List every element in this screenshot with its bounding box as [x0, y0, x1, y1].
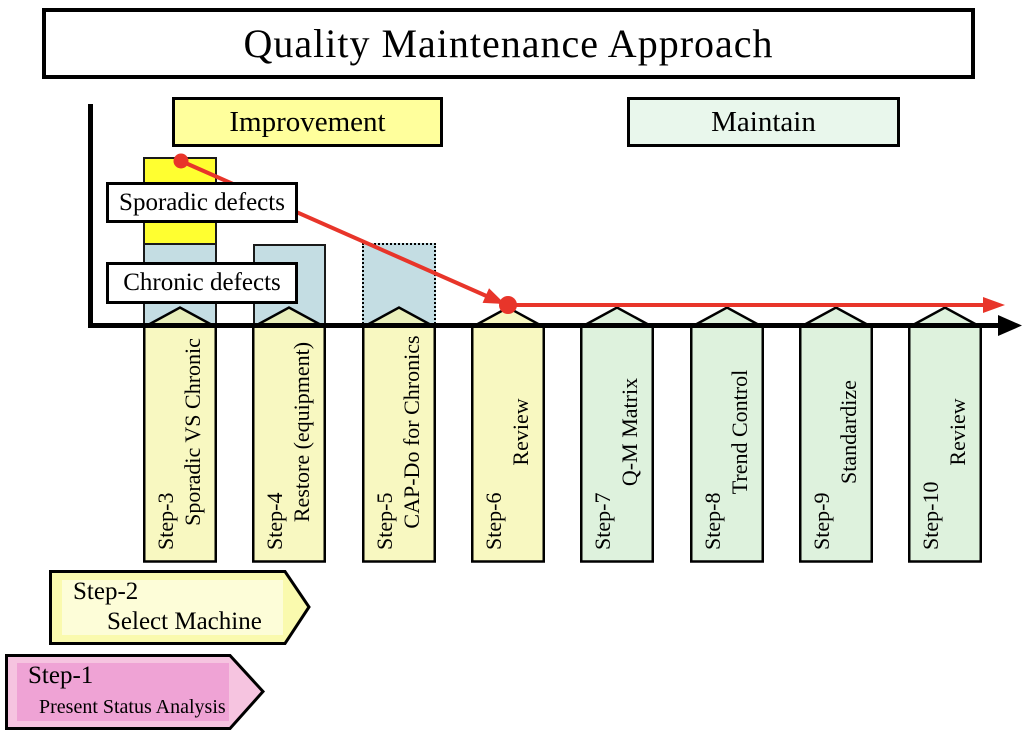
chronic-defects-label: Chronic defects — [106, 262, 298, 304]
step-2-label: Select Machine — [107, 608, 262, 635]
step-pentagon-shape — [362, 306, 436, 563]
improvement-phase-label: Improvement — [172, 97, 443, 147]
maintain-phase-label: Maintain — [627, 97, 900, 147]
step-1-label: Present Status Analysis — [39, 696, 226, 718]
step-1-id: Step-1 — [28, 662, 94, 689]
title-box: Quality Maintenance Approach — [42, 8, 975, 79]
step-1-arrow-shape — [5, 654, 266, 730]
step-pentagon-shape — [799, 306, 873, 563]
step-pentagon-shape — [252, 306, 326, 563]
step-2-arrow — [49, 570, 313, 647]
step-1-arrow — [5, 654, 267, 731]
x-axis-arrowhead — [998, 315, 1022, 336]
page-title: Quality Maintenance Approach — [243, 21, 774, 66]
step-pentagon-shape — [690, 306, 764, 563]
step-pentagon-shape — [580, 306, 654, 563]
step-pentagon-shape — [143, 306, 217, 563]
step-2-arrow-shape — [49, 570, 311, 645]
step-2-id: Step-2 — [73, 578, 139, 605]
sporadic-defects-label: Sporadic defects — [106, 182, 298, 223]
step-pentagon-shape — [908, 306, 982, 563]
